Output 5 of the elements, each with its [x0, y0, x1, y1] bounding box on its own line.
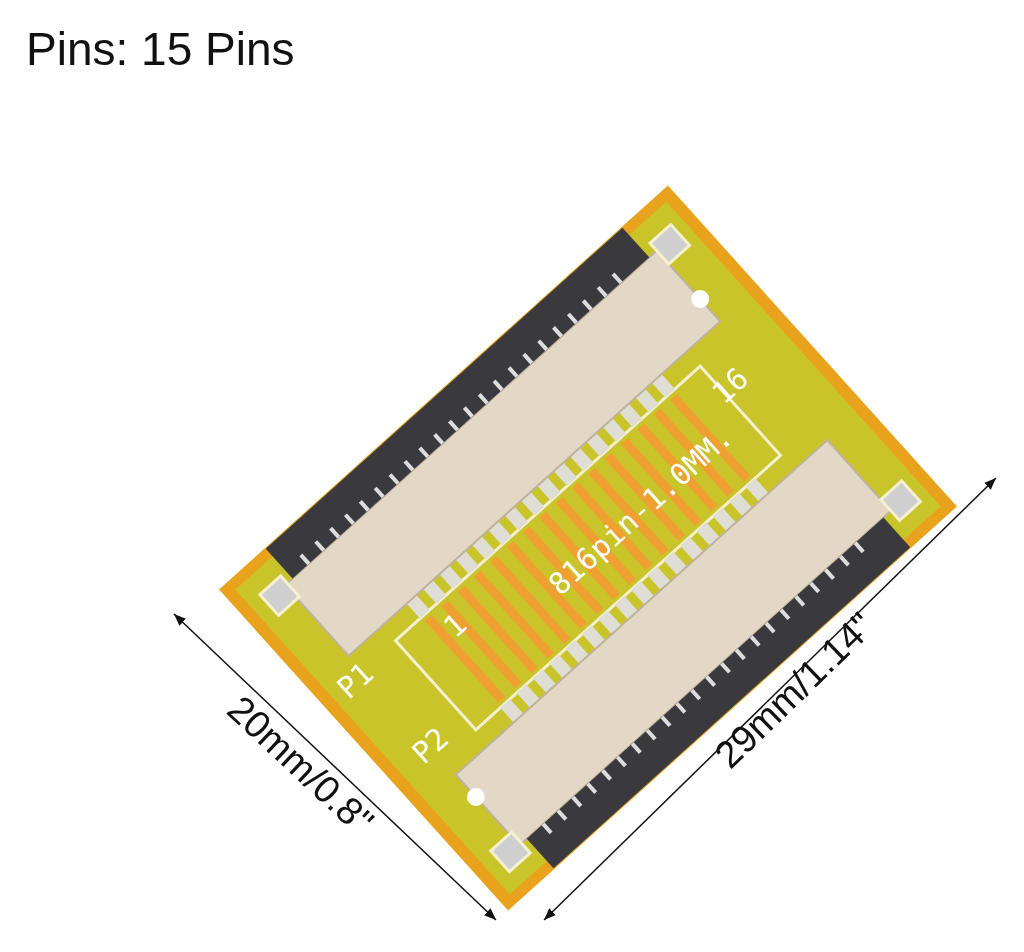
- connector-label: P2: [404, 719, 456, 771]
- title: Pins: 15 Pins: [26, 22, 295, 76]
- pin-number: 16: [704, 359, 756, 411]
- connector-label: P1: [329, 654, 381, 706]
- pin-number: 1: [436, 605, 474, 645]
